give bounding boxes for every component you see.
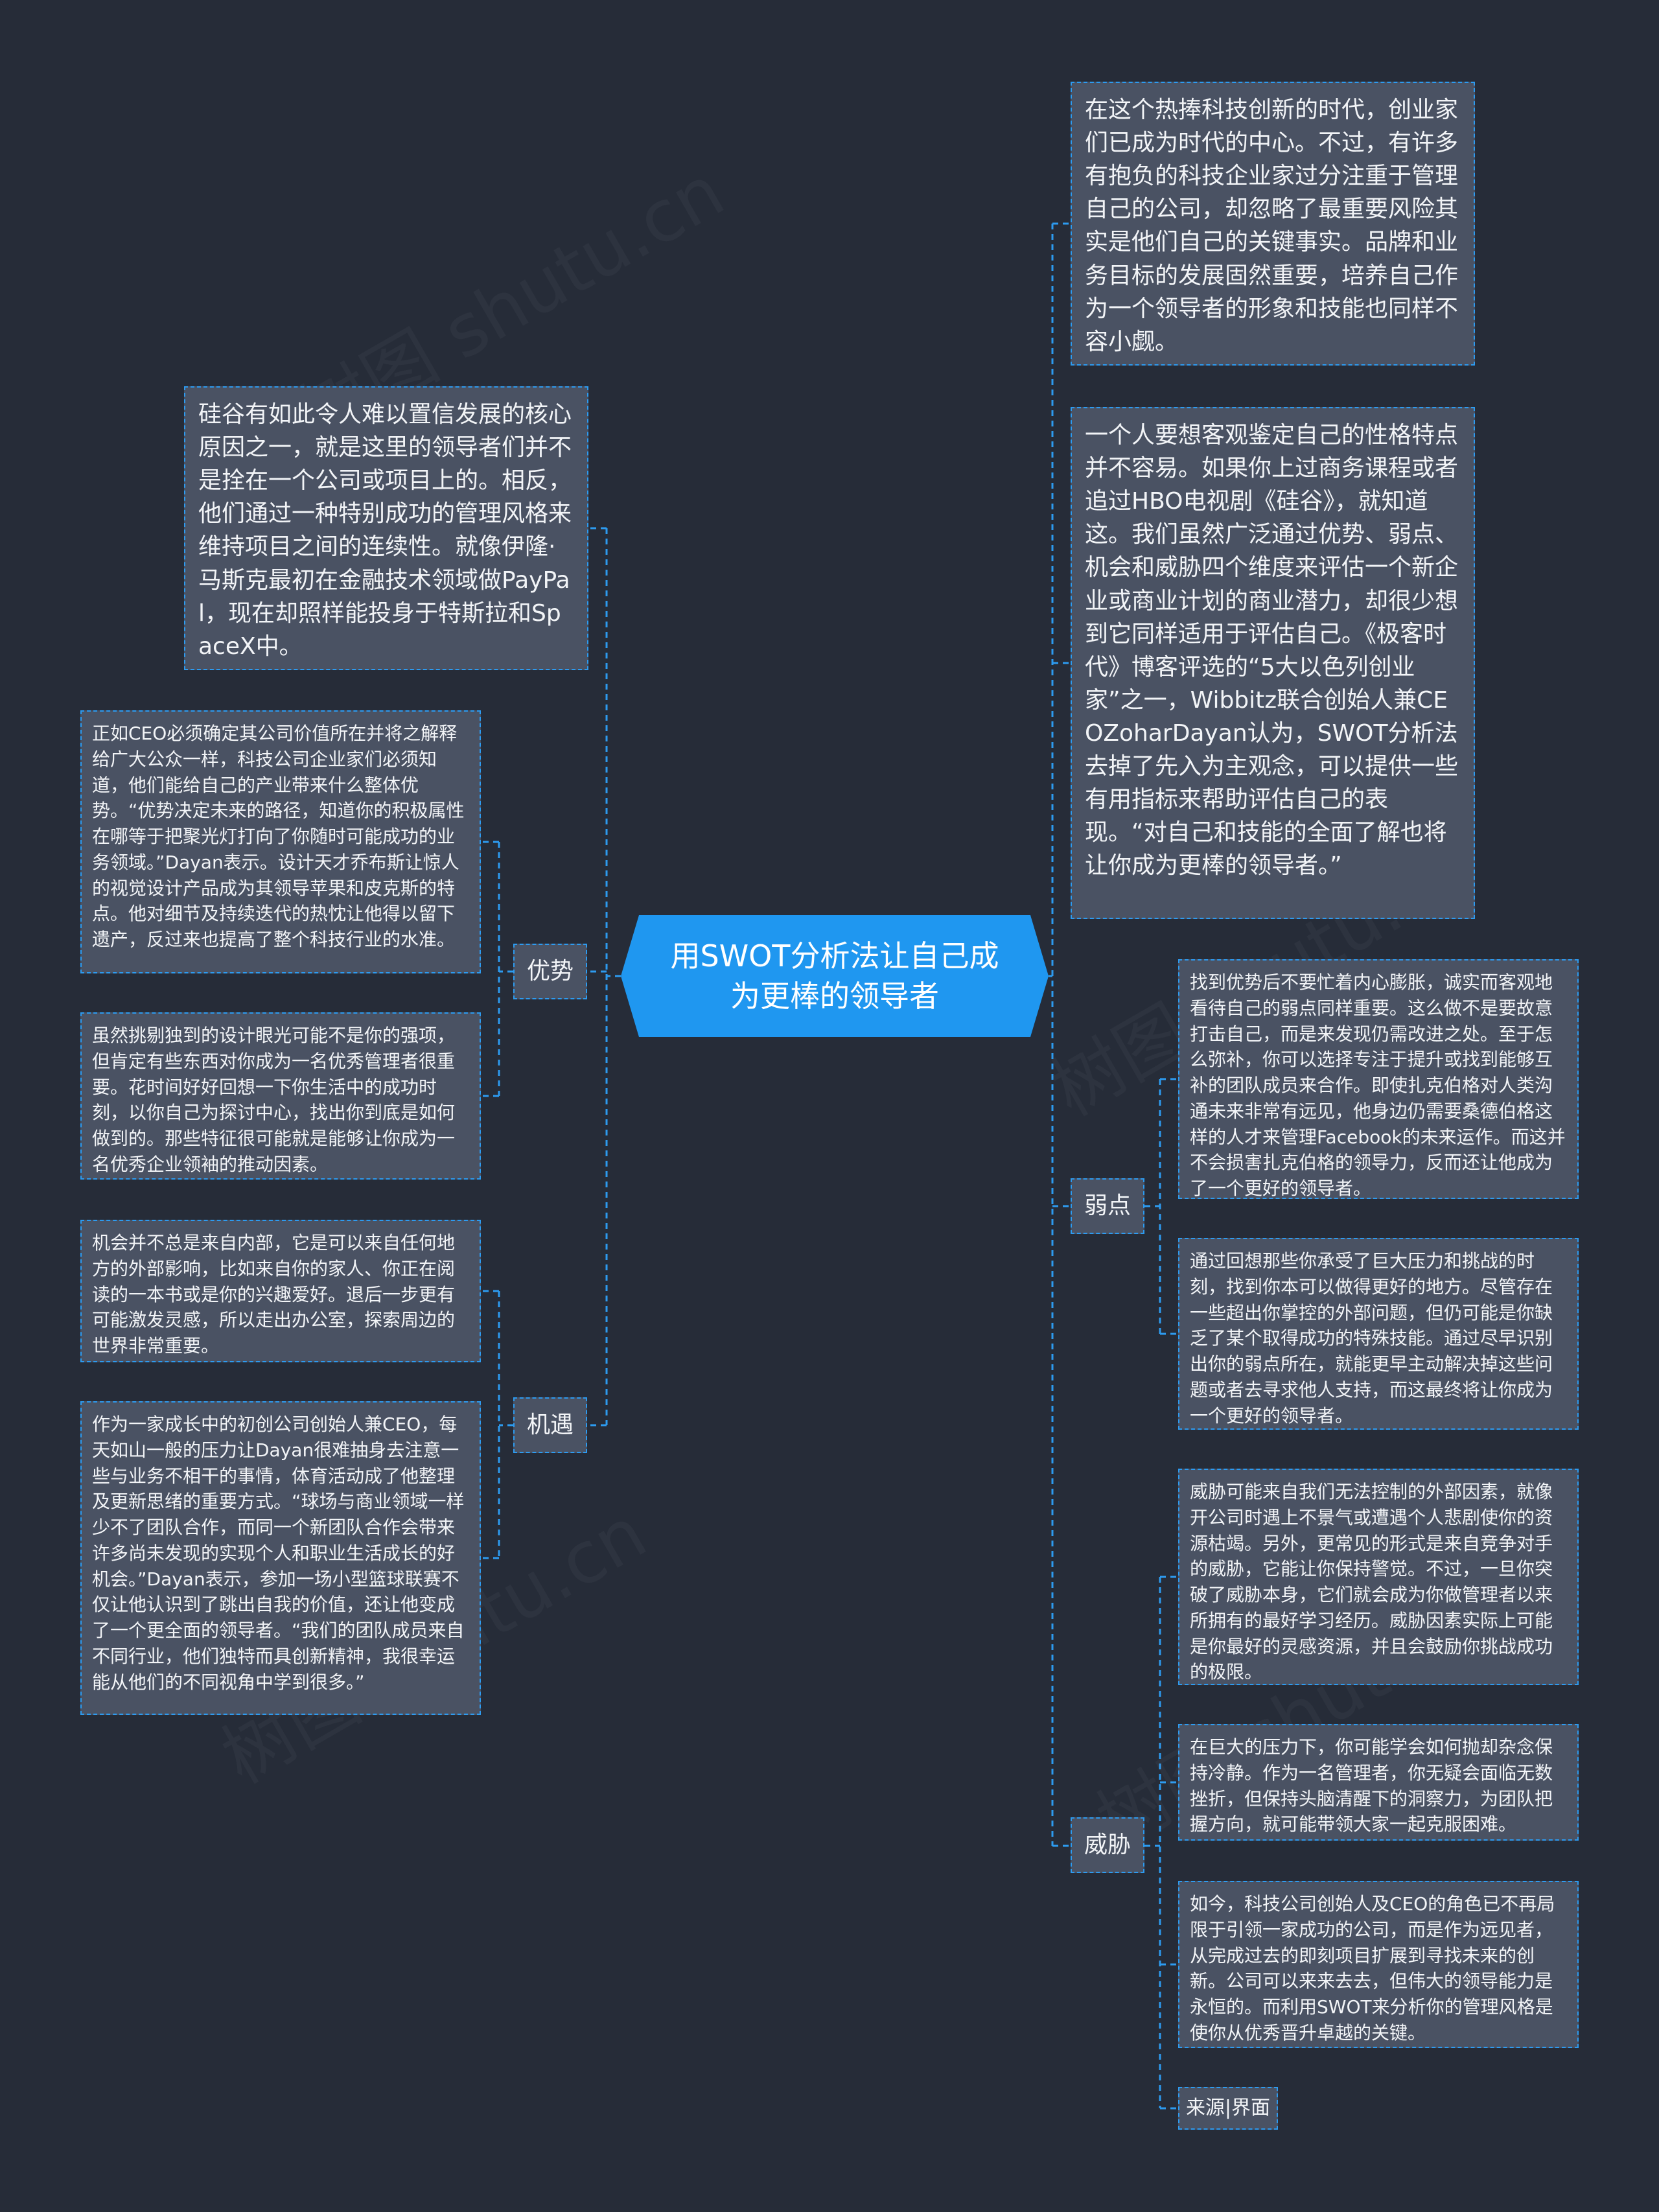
weakness-leaf-1[interactable]: 找到优势后不要忙着内心膨胀，诚实而客观地看待自己的弱点同样重要。这么做不是要故意… — [1178, 959, 1579, 1199]
threat-leaf-1[interactable]: 威胁可能来自我们无法控制的外部因素，就像开公司时遇上不景气或遭遇个人悲剧使你的资… — [1178, 1469, 1579, 1685]
opportunity-leaf-2[interactable]: 作为一家成长中的初创公司创始人兼CEO，每天如山一般的压力让Dayan很难抽身去… — [80, 1401, 481, 1715]
advantage-leaf-2[interactable]: 虽然挑剔独到的设计眼光可能不是你的强项，但肯定有些东西对你成为一名优秀管理者很重… — [80, 1012, 481, 1180]
source-label[interactable]: 来源|界面 — [1178, 2087, 1278, 2130]
opportunity-leaf-1[interactable]: 机会并不总是来自内部，它是可以来自任何地方的外部影响，比如来自你的家人、你正在阅… — [80, 1220, 481, 1362]
advantage-leaf-1[interactable]: 正如CEO必须确定其公司价值所在并将之解释给广大公众一样，科技公司企业家们必须知… — [80, 710, 481, 973]
threat-leaf-3[interactable]: 如今，科技公司创始人及CEO的角色已不再局限于引领一家成功的公司，而是作为远见者… — [1178, 1881, 1579, 2048]
intro-node-1[interactable]: 在这个热捧科技创新的时代，创业家们已成为时代的中心。不过，有许多有抱负的科技企业… — [1071, 82, 1475, 366]
root-topic[interactable]: 用SWOT分析法让自己成为更棒的领导者 — [621, 915, 1049, 1037]
branch-threat[interactable]: 威胁 — [1071, 1817, 1144, 1873]
weakness-leaf-2[interactable]: 通过回想那些你承受了巨大压力和挑战的时刻，找到你本可以做得更好的地方。尽管存在一… — [1178, 1238, 1579, 1430]
branch-advantage[interactable]: 优势 — [513, 944, 587, 999]
intro-node-2[interactable]: 一个人要想客观鉴定自己的性格特点并不容易。如果你上过商务课程或者追过HBO电视剧… — [1071, 407, 1475, 919]
branch-weakness[interactable]: 弱点 — [1071, 1178, 1144, 1234]
intro-node-left[interactable]: 硅谷有如此令人难以置信发展的核心原因之一，就是这里的领导者们并不是拴在一个公司或… — [184, 386, 588, 670]
branch-opportunity[interactable]: 机遇 — [513, 1397, 587, 1453]
threat-leaf-2[interactable]: 在巨大的压力下，你可能学会如何抛却杂念保持冷静。作为一名管理者，你无疑会面临无数… — [1178, 1724, 1579, 1841]
